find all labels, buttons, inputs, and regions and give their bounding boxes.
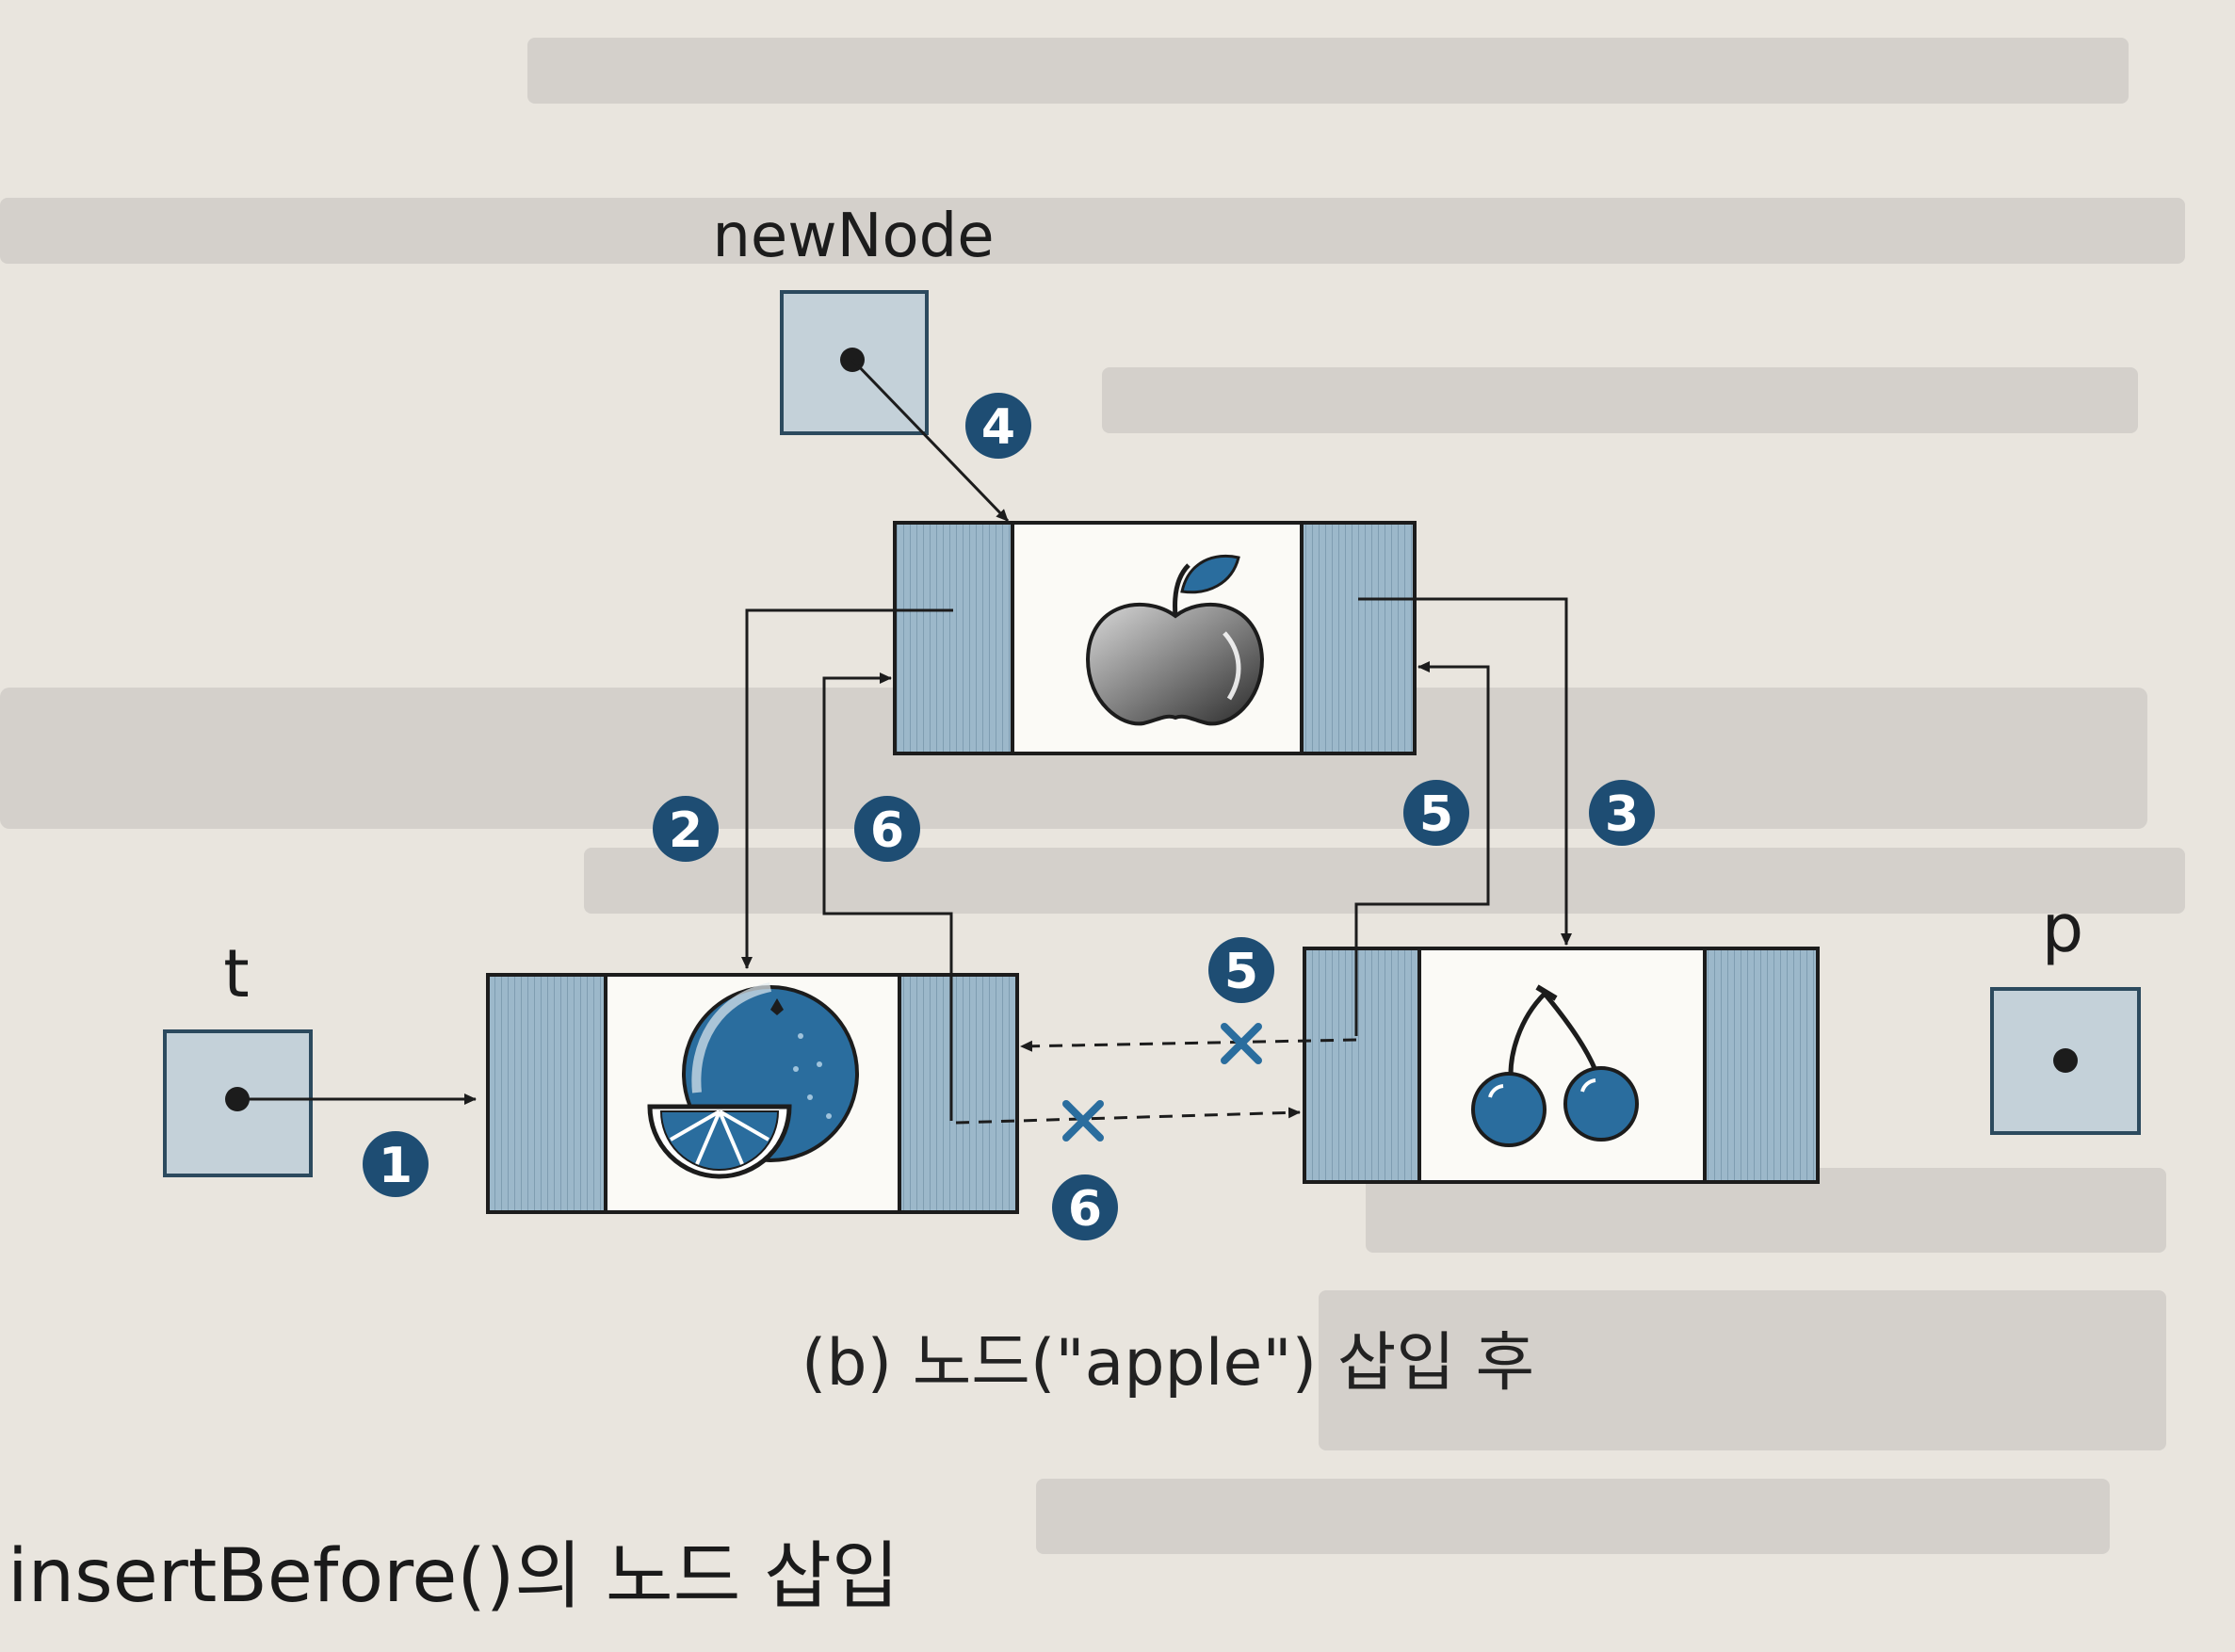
step-badge-3: 3 [1589,780,1655,846]
p-label: p [2042,890,2083,967]
step-badge-2: 2 [653,796,719,862]
link-3 [1358,597,1572,946]
old-link-orange-to-cherry [955,1107,1301,1125]
step-badge-4: 4 [965,393,1031,459]
p-pointer: p [1990,890,2141,1135]
cherry-prev-field [1303,947,1421,1184]
orange-icon [647,982,859,1179]
link-5 [1354,661,1490,1036]
figure-caption: (b) 노드("apple") 삽입 후 [802,1326,1534,1401]
link-2 [741,608,953,969]
svg-text:5: 5 [1224,944,1258,1000]
svg-text:3: 3 [1605,786,1639,843]
cut-marks [1062,1023,1262,1142]
svg-text:1: 1 [379,1138,413,1194]
svg-text:5: 5 [1419,786,1453,843]
cherry-icon [1471,984,1639,1147]
newnode-label: newNode [712,202,994,271]
t-pointer: t [163,935,313,1177]
svg-text:4: 4 [981,399,1015,456]
step-badge-5-lower: 5 [1208,937,1274,1003]
node-apple [893,521,1417,755]
cut-mark-lower-icon [1062,1100,1104,1142]
node-orange [486,973,1019,1214]
node-cherry [1303,947,1820,1184]
apple-prev-field [893,521,1014,755]
newnode-pointer: newNode [712,202,995,435]
step-badge-6-upper: 6 [854,796,920,862]
orange-next-field [898,973,1019,1214]
p-pointer-dot [2053,1048,2078,1073]
link-6 [822,672,953,1121]
link-4 [850,358,1010,523]
apple-icon [1085,554,1265,726]
cut-mark-upper-icon [1221,1023,1262,1064]
orange-prev-field [486,973,607,1214]
apple-next-field [1300,521,1417,755]
section-title: insertBefore()의 노드 삽입 [8,1534,899,1619]
step-badges: 1 2 3 4 5 5 6 6 [363,393,1655,1240]
svg-text:6: 6 [870,802,904,859]
cherry-next-field [1703,947,1820,1184]
step-badge-6-lower: 6 [1052,1174,1118,1240]
t-label: t [223,935,249,1012]
old-link-cherry-to-orange [1020,1038,1357,1052]
connectors [237,358,1572,1125]
step-badge-5-upper: 5 [1403,780,1469,846]
step-badge-1: 1 [363,1131,429,1197]
svg-text:2: 2 [669,802,703,859]
svg-text:6: 6 [1068,1181,1102,1238]
